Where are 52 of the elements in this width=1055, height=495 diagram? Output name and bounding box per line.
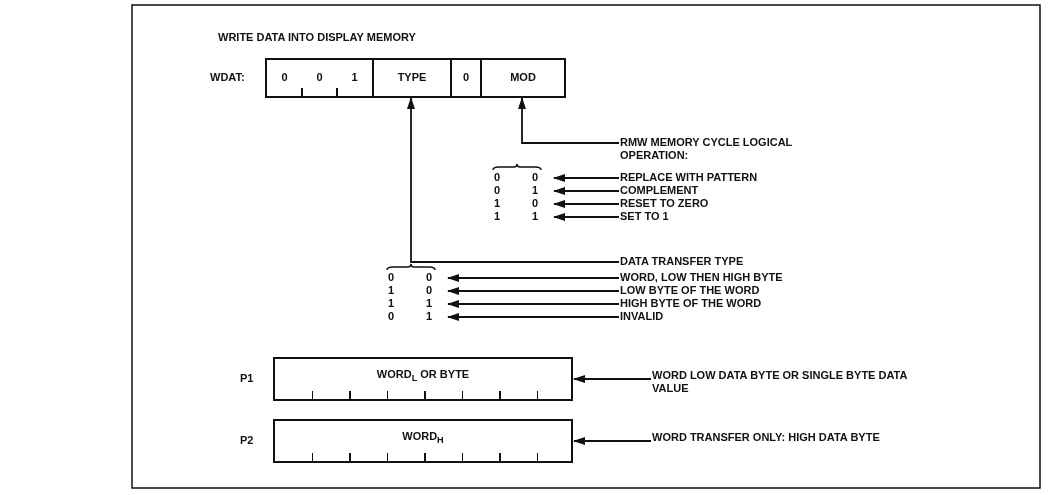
description-text: WORD TRANSFER ONLY: HIGH DATA BYTE (652, 431, 932, 444)
bit-field: MOD (480, 60, 564, 96)
description-text: COMPLEMENT (620, 184, 850, 197)
arrow (553, 174, 620, 182)
description-text: RMW MEMORY CYCLE LOGICAL OPERATION: (620, 136, 860, 162)
bit-value: 1 (426, 310, 433, 323)
description-text: HIGH BYTE OF THE WORD (620, 297, 850, 310)
bit-value: 1 (426, 297, 433, 310)
arrow (573, 437, 652, 445)
bit-value: 0 (426, 271, 433, 284)
bit-field: 0 (267, 60, 302, 96)
description-text: WORD, LOW THEN HIGH BYTE (620, 271, 850, 284)
bit-value: 1 (532, 184, 539, 197)
arrow (447, 313, 620, 321)
description-text: WORD LOW DATA BYTE OR SINGLE BYTE DATA VALUE (652, 369, 932, 395)
bit-field: 0 (450, 60, 480, 96)
arrow (573, 375, 652, 383)
bit-field: 0 (302, 60, 337, 96)
field-name: WORD$_{H}$ (401, 430, 445, 448)
arrow (407, 97, 620, 263)
arrow (553, 187, 620, 195)
register-name: P2 (240, 434, 254, 447)
bit-value: 0 (426, 284, 433, 297)
bit-field: TYPE (372, 60, 450, 96)
arrow (447, 300, 620, 308)
description-text: DATA TRANSFER TYPE (620, 255, 820, 268)
bit-value: 0 (494, 171, 501, 184)
arrow (447, 274, 620, 282)
arrow (553, 213, 620, 221)
bit-value: 1 (494, 210, 501, 223)
arrow (553, 200, 620, 208)
figure-title: WRITE DATA INTO DISPLAY MEMORY (218, 31, 416, 44)
field-name: WORD$_{L}$ OR BYTE (375, 368, 471, 386)
arrow (447, 287, 620, 295)
arrow (518, 97, 620, 144)
description-text: SET TO 1 (620, 210, 850, 223)
description-text: INVALID (620, 310, 850, 323)
bit-value: 1 (388, 297, 395, 310)
register-name: P1 (240, 372, 254, 385)
bit-value: 1 (494, 197, 501, 210)
bit-field: 1 (337, 60, 372, 96)
bit-value: 0 (532, 171, 539, 184)
bit-value: 0 (494, 184, 501, 197)
description-text: REPLACE WITH PATTERN (620, 171, 850, 184)
bit-value: 0 (388, 310, 395, 323)
description-text: RESET TO ZERO (620, 197, 850, 210)
bit-value: 0 (532, 197, 539, 210)
bit-value: 1 (532, 210, 539, 223)
register-name: WDAT: (210, 71, 245, 84)
bit-value: 1 (388, 284, 395, 297)
description-text: LOW BYTE OF THE WORD (620, 284, 850, 297)
bit-value: 0 (388, 271, 395, 284)
